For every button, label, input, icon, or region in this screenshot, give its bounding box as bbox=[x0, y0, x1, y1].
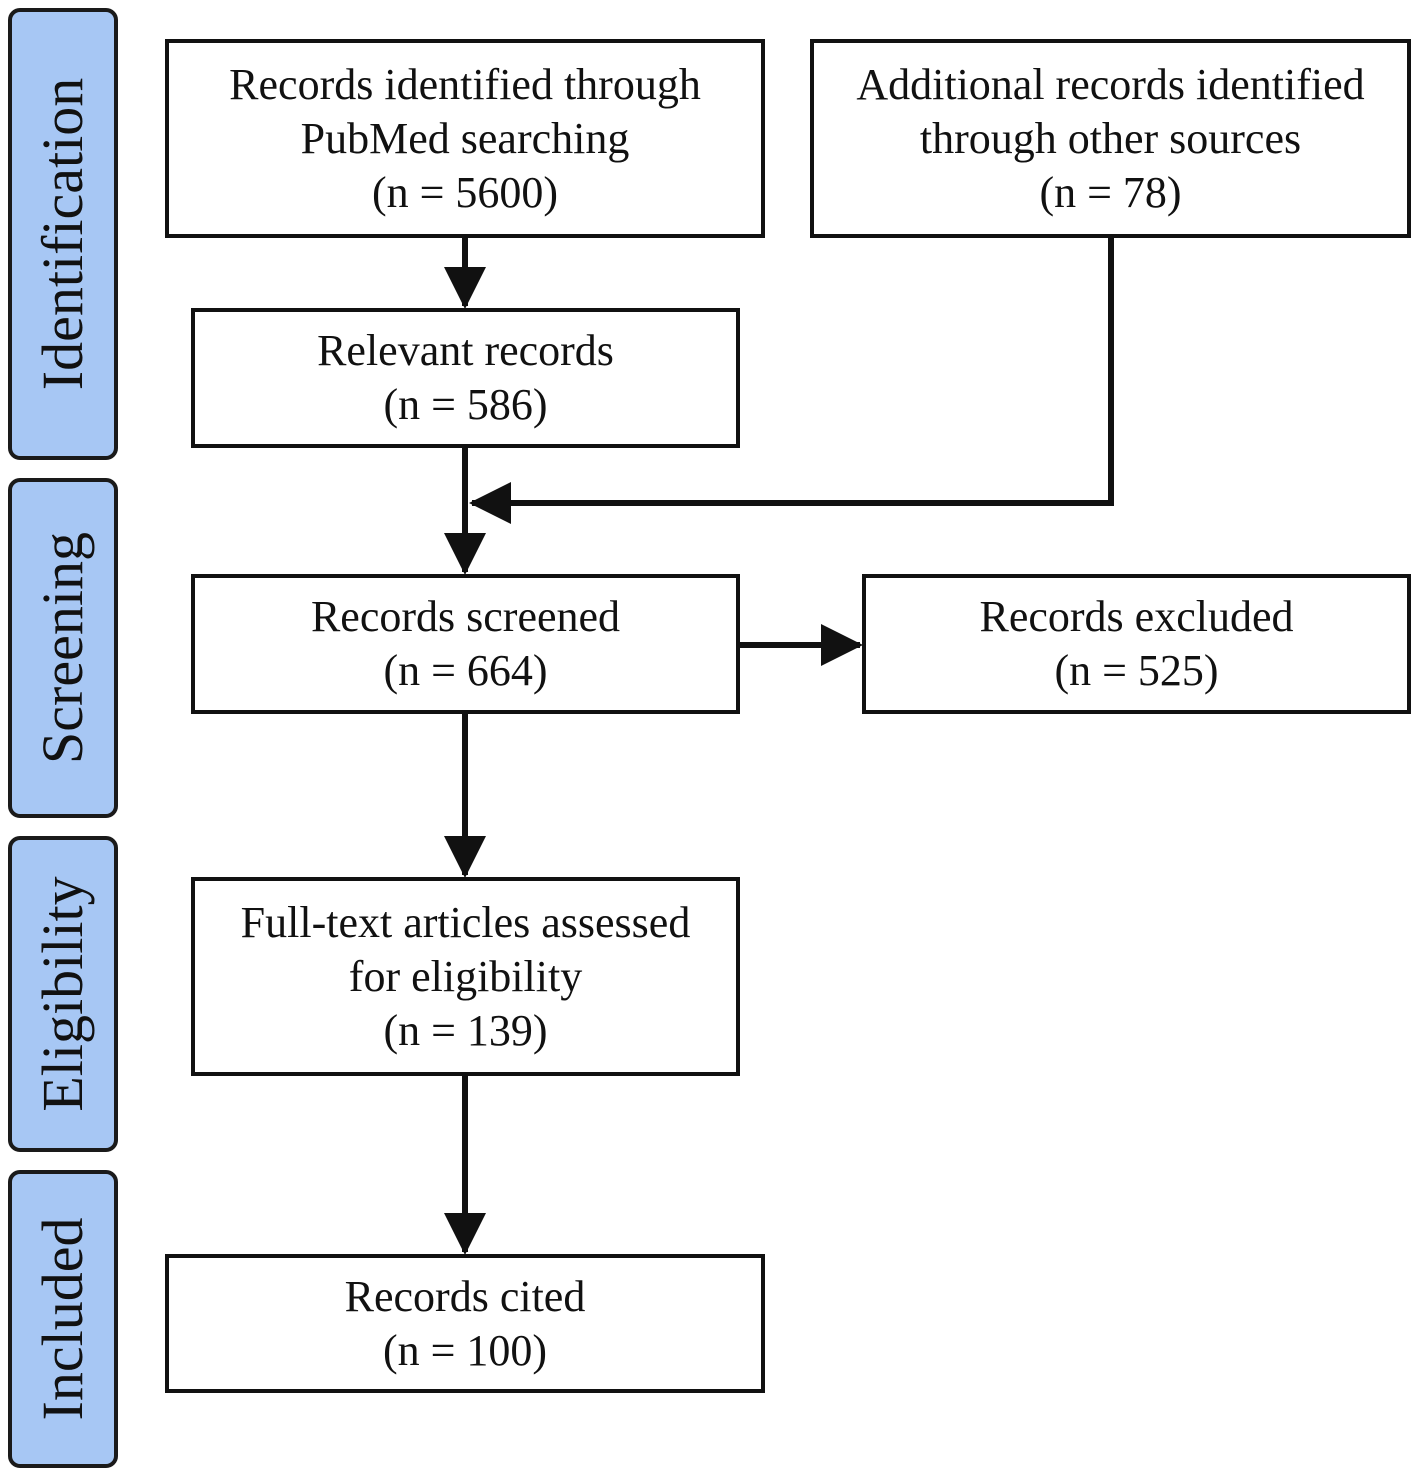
box-records-excluded: Records excluded (n = 525) bbox=[862, 574, 1411, 714]
box-other-records: Additional records identified through ot… bbox=[810, 39, 1411, 238]
box-fulltext-assessed: Full-text articles assessed for eligibil… bbox=[191, 877, 740, 1076]
box-records-cited: Records cited (n = 100) bbox=[165, 1254, 765, 1393]
phase-eligibility: Eligibility bbox=[8, 836, 118, 1152]
box-cited-line1: Records cited bbox=[344, 1271, 586, 1321]
box-excluded-line1: Records excluded bbox=[979, 592, 1294, 641]
box-other-count: (n = 78) bbox=[1039, 167, 1182, 217]
box-other-line1: Additional records identified bbox=[856, 59, 1365, 109]
arrow-other-to-merge bbox=[469, 238, 1114, 524]
box-pubmed-line2: PubMed searching bbox=[300, 113, 630, 163]
phase-identification: Identification bbox=[8, 8, 118, 460]
box-pubmed-records: Records identified through PubMed search… bbox=[165, 39, 765, 238]
box-fulltext-count: (n = 139) bbox=[383, 1005, 548, 1055]
box-fulltext-line1: Full-text articles assessed bbox=[240, 897, 691, 947]
box-records-screened: Records screened (n = 664) bbox=[191, 574, 740, 714]
box-cited-count: (n = 100) bbox=[382, 1325, 548, 1375]
box-pubmed-count: (n = 5600) bbox=[371, 167, 559, 217]
box-fulltext-line2: for eligibility bbox=[348, 951, 583, 1001]
box-relevant-records: Relevant records (n = 586) bbox=[191, 308, 740, 448]
phase-included: Included bbox=[8, 1170, 118, 1468]
box-pubmed-line1: Records identified through bbox=[229, 59, 701, 109]
box-relevant-count: (n = 586) bbox=[383, 380, 548, 429]
box-relevant-line1: Relevant records bbox=[317, 326, 614, 375]
box-screened-count: (n = 664) bbox=[383, 646, 548, 695]
box-excluded-count: (n = 525) bbox=[1054, 646, 1219, 695]
phase-screening: Screening bbox=[8, 478, 118, 818]
box-screened-line1: Records screened bbox=[310, 592, 621, 641]
box-other-line2: through other sources bbox=[919, 113, 1302, 163]
